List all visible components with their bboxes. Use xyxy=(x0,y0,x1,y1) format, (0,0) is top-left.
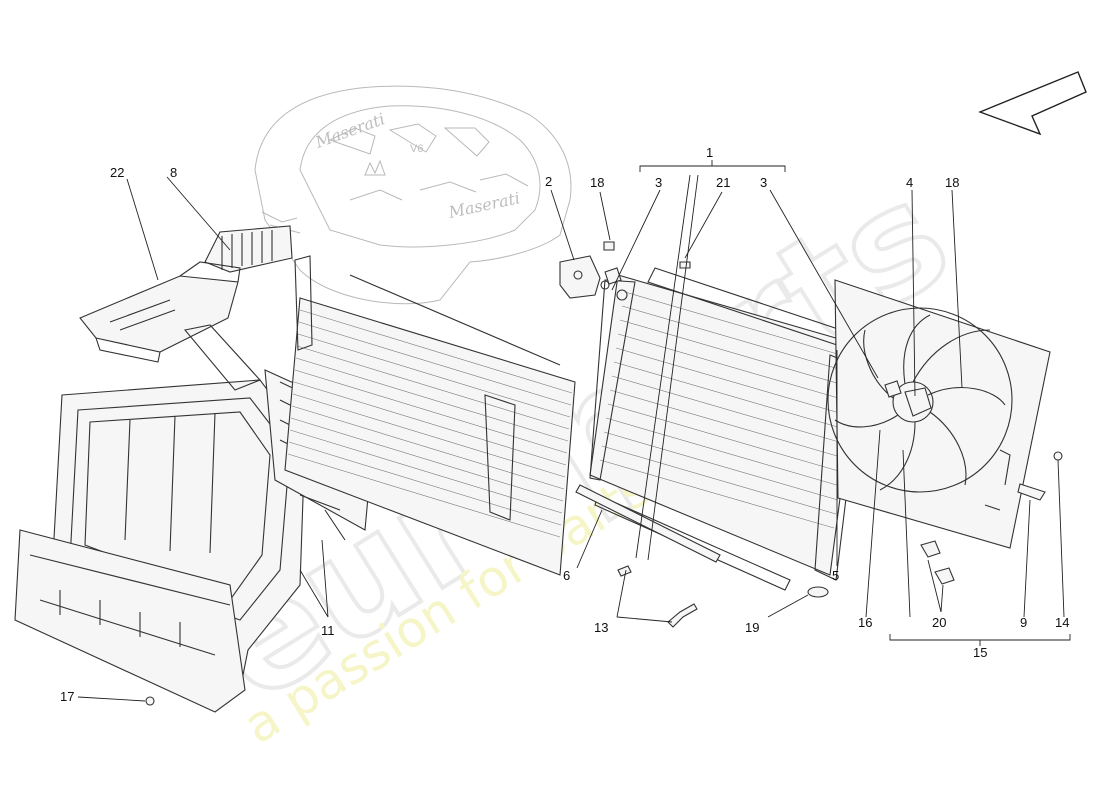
part-20-clips xyxy=(920,540,955,585)
part-17-screw xyxy=(145,696,155,706)
callout-18-left: 18 xyxy=(590,175,604,190)
callout-17: 17 xyxy=(60,689,74,704)
bracket xyxy=(559,255,601,299)
small-parts xyxy=(145,261,1063,706)
air-duct xyxy=(79,261,241,363)
callout-8: 8 xyxy=(170,165,177,180)
callout-21: 21 xyxy=(716,175,730,190)
engine-cover-ghost: Maserati Maserati V6 xyxy=(254,85,572,305)
callout-13: 13 xyxy=(594,620,608,635)
part-21-clip xyxy=(679,261,691,269)
part-13-screw-a xyxy=(617,565,632,577)
direction-arrow-icon xyxy=(978,71,1087,136)
callout-20: 20 xyxy=(932,615,946,630)
callout-3-left: 3 xyxy=(655,175,662,190)
part-9-clip xyxy=(1017,483,1046,501)
callout-19: 19 xyxy=(745,620,759,635)
condenser xyxy=(284,255,576,576)
engine-cover-logo-2: Maserati xyxy=(446,188,522,222)
callout-22: 22 xyxy=(110,165,124,180)
callout-4: 4 xyxy=(906,175,913,190)
part-13-screw-b xyxy=(667,603,698,628)
leader-lines xyxy=(77,160,1071,702)
part-14-screw xyxy=(1053,451,1063,461)
part-6-seal xyxy=(575,484,721,563)
callout-11: 11 xyxy=(321,623,335,638)
radiator xyxy=(589,267,866,591)
callout-14: 14 xyxy=(1055,615,1069,630)
callout-labels: 1 2 18 3 21 3 4 18 22 8 6 5 11 13 19 16 … xyxy=(60,145,1069,704)
callout-5: 5 xyxy=(832,568,839,583)
fan-assembly xyxy=(827,279,1051,549)
callout-1: 1 xyxy=(706,145,713,160)
callout-2: 2 xyxy=(545,174,552,189)
engine-cover-badge: V6 xyxy=(410,143,423,155)
part-3-clip-right xyxy=(884,380,902,398)
callout-9: 9 xyxy=(1020,615,1027,630)
callout-15: 15 xyxy=(973,645,987,660)
callout-18-right: 18 xyxy=(945,175,959,190)
screw-18-left xyxy=(603,241,615,251)
callout-16: 16 xyxy=(858,615,872,630)
callout-3-right: 3 xyxy=(760,175,767,190)
engine-cover-logo: Maserati xyxy=(312,109,387,152)
part-19-grommet xyxy=(807,586,829,598)
intake-hose xyxy=(204,225,293,273)
callout-6: 6 xyxy=(563,568,570,583)
